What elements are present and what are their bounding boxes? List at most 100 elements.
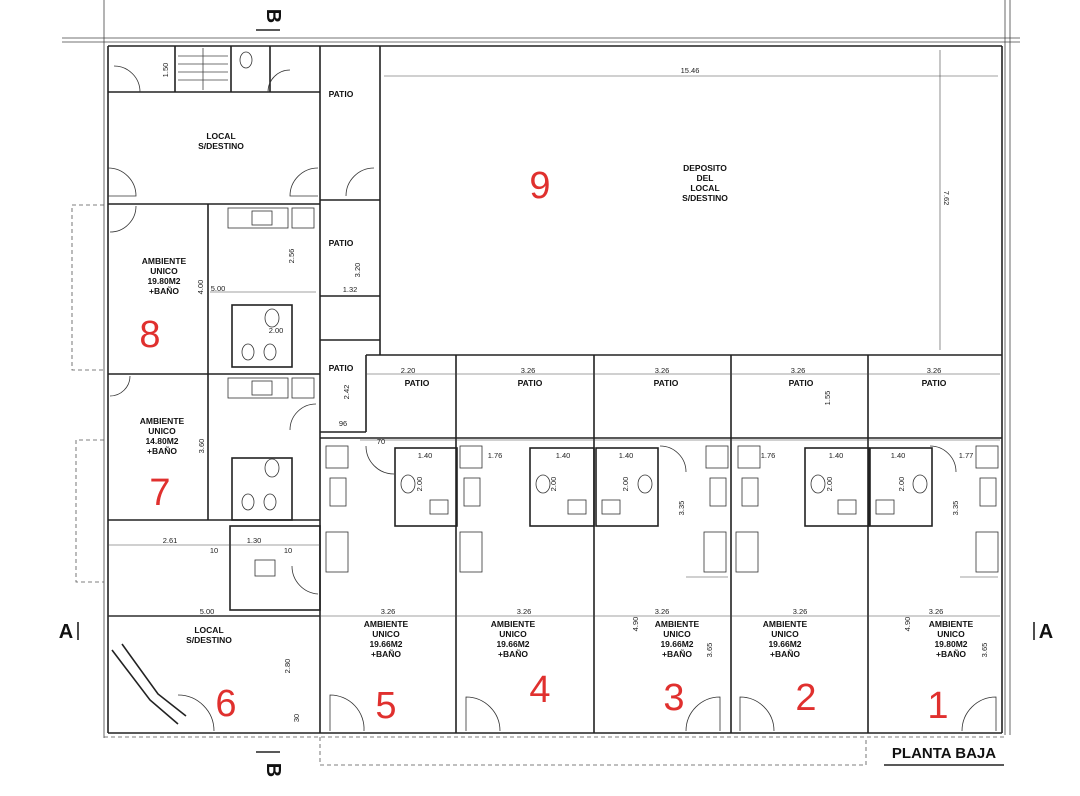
svg-text:AMBIENTE: AMBIENTE [140,416,185,426]
svg-text:+BAÑO: +BAÑO [770,649,800,659]
svg-text:2.56: 2.56 [287,249,296,264]
svg-text:1.40: 1.40 [418,451,433,460]
svg-text:UNICO: UNICO [372,629,400,639]
svg-text:2.00: 2.00 [897,477,906,492]
svg-text:1.32: 1.32 [343,285,358,294]
svg-text:2.00: 2.00 [825,477,834,492]
svg-text:LOCAL: LOCAL [206,131,235,141]
stair [178,48,228,90]
patio-label: PATIO [789,378,814,388]
section-marks: B B A A [59,9,1053,777]
svg-text:10: 10 [284,546,292,555]
svg-text:DEL: DEL [697,173,714,183]
svg-text:3.26: 3.26 [929,607,944,616]
svg-text:3.60: 3.60 [197,439,206,454]
plan-title: PLANTA BAJA [892,745,996,762]
svg-text:4.00: 4.00 [196,280,205,295]
section-mark-b-top: B [262,9,284,23]
room-label-unit-3: AMBIENTE UNICO 19.66M2 +BAÑO [655,619,700,659]
svg-text:2.00: 2.00 [549,477,558,492]
svg-text:70: 70 [377,437,385,446]
svg-text:UNICO: UNICO [499,629,527,639]
svg-text:3.26: 3.26 [927,366,942,375]
svg-text:5.00: 5.00 [200,607,215,616]
svg-text:1.77: 1.77 [959,451,974,460]
patio-label: PATIO [922,378,947,388]
unit-number-7: 7 [149,472,170,514]
svg-text:2.00: 2.00 [621,477,630,492]
section-mark-b-bottom: B [262,763,284,777]
svg-text:30: 30 [292,714,301,722]
svg-text:5.00: 5.00 [211,284,226,293]
unit-number-9: 9 [529,165,550,207]
walls [107,45,1003,734]
room-label-unit-4: AMBIENTE UNICO 19.66M2 +BAÑO [491,619,536,659]
svg-text:AMBIENTE: AMBIENTE [763,619,808,629]
unit-numbers: 1 2 3 4 5 6 7 8 9 [139,165,948,727]
svg-text:1.50: 1.50 [161,63,170,78]
svg-text:+BAÑO: +BAÑO [662,649,692,659]
unit-number-3: 3 [663,677,684,719]
patio-labels: PATIO PATIO PATIO PATIO PATIO PATIO PATI… [329,89,947,388]
unit-number-4: 4 [529,669,550,711]
svg-text:+BAÑO: +BAÑO [498,649,528,659]
svg-text:2.00: 2.00 [415,477,424,492]
svg-text:3.26: 3.26 [517,607,532,616]
svg-text:19.66M2: 19.66M2 [369,639,402,649]
svg-text:3.26: 3.26 [381,607,396,616]
svg-text:3.26: 3.26 [791,366,806,375]
unit-number-5: 5 [375,685,396,727]
patio-label: PATIO [329,238,354,248]
svg-text:S/DESTINO: S/DESTINO [682,193,728,203]
plan-title-block: PLANTA BAJA [884,745,1004,766]
doors [107,65,997,732]
svg-text:LOCAL: LOCAL [194,625,223,635]
svg-text:DEPOSITO: DEPOSITO [683,163,727,173]
svg-text:2.20: 2.20 [401,366,416,375]
svg-text:UNICO: UNICO [663,629,691,639]
svg-text:1.40: 1.40 [619,451,634,460]
svg-text:AMBIENTE: AMBIENTE [491,619,536,629]
patio-label: PATIO [329,89,354,99]
svg-text:2.42: 2.42 [342,385,351,400]
patio-label: PATIO [329,363,354,373]
svg-text:96: 96 [339,419,347,428]
svg-text:15.46: 15.46 [681,66,700,75]
room-label-local-bottom: LOCAL S/DESTINO [186,625,232,645]
svg-text:1.40: 1.40 [556,451,571,460]
patio-label: PATIO [518,378,543,388]
section-mark-a-right: A [1039,621,1053,643]
svg-text:S/DESTINO: S/DESTINO [186,635,232,645]
svg-text:+BAÑO: +BAÑO [371,649,401,659]
svg-text:+BAÑO: +BAÑO [147,446,177,456]
room-label-deposito: DEPOSITO DEL LOCAL S/DESTINO [682,163,728,203]
fixtures [227,51,999,577]
svg-text:3.65: 3.65 [705,643,714,658]
svg-text:UNICO: UNICO [937,629,965,639]
svg-text:3.20: 3.20 [353,263,362,278]
svg-text:19.66M2: 19.66M2 [660,639,693,649]
unit-number-1: 1 [927,685,948,727]
dimension-lines [108,50,1000,617]
svg-text:AMBIENTE: AMBIENTE [364,619,409,629]
svg-text:3.35: 3.35 [951,501,960,516]
svg-text:UNICO: UNICO [148,426,176,436]
room-labels: DEPOSITO DEL LOCAL S/DESTINO LOCAL S/DES… [140,89,974,659]
svg-text:UNICO: UNICO [771,629,799,639]
room-label-unit-8: AMBIENTE UNICO 19.80M2 +BAÑO [142,256,187,296]
svg-text:AMBIENTE: AMBIENTE [929,619,974,629]
svg-text:1.76: 1.76 [761,451,776,460]
room-label-local-top: LOCAL S/DESTINO [198,131,244,151]
svg-text:+BAÑO: +BAÑO [149,286,179,296]
svg-text:19.80M2: 19.80M2 [147,276,180,286]
svg-text:4.90: 4.90 [903,617,912,632]
svg-text:14.80M2: 14.80M2 [145,436,178,446]
room-label-unit-1: AMBIENTE UNICO 19.80M2 +BAÑO [929,619,974,659]
svg-text:3.26: 3.26 [793,607,808,616]
svg-text:AMBIENTE: AMBIENTE [142,256,187,266]
svg-text:3.65: 3.65 [980,643,989,658]
svg-text:4.90: 4.90 [631,617,640,632]
dimension-labels: 15.46 7.62 1.50 5.00 4.00 2.56 3.20 1.32… [161,63,989,722]
svg-text:19.66M2: 19.66M2 [496,639,529,649]
